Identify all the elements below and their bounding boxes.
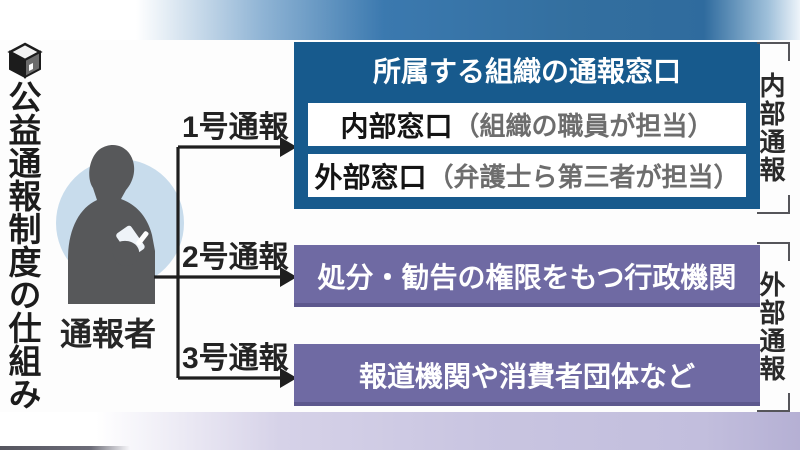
internal-window-name: 内部窓口 — [340, 110, 453, 142]
internal-report-group: 内部通報 — [756, 42, 794, 214]
route-label-2: 2号通報 — [182, 241, 289, 274]
cube-icon — [7, 42, 43, 79]
page-title: 公益通報制度の仕組み — [3, 80, 41, 410]
top-gradient-band — [0, 0, 800, 40]
external-window-detail: （弁護士ら第三者が担当） — [427, 162, 740, 192]
bracket-top-icon — [757, 242, 790, 261]
external-window-row: 外部窓口（弁護士ら第三者が担当） — [308, 154, 746, 197]
government-agency-box: 処分・勧告の権限をもつ行政機関 — [294, 245, 760, 307]
organization-contact-box: 所属する組織の通報窓口 内部窓口（組織の職員が担当） 外部窓口（弁護士ら第三者が… — [294, 42, 760, 209]
reporter-label: 通報者 — [59, 316, 156, 352]
external-window-name: 外部窓口 — [314, 161, 427, 193]
bracket-top-icon — [757, 42, 790, 61]
bottom-edge-strip — [0, 446, 130, 450]
bracket-bottom-icon — [757, 393, 790, 412]
bracket-bottom-icon — [757, 195, 790, 214]
internal-window-row: 内部窓口（組織の職員が担当） — [308, 103, 746, 146]
external-report-group-label: 外部通報 — [756, 271, 786, 383]
reporter-icon — [56, 144, 184, 304]
internal-report-group-label: 内部通報 — [756, 72, 786, 184]
route-label-3: 3号通報 — [182, 342, 289, 375]
route-label-1: 1号通報 — [182, 111, 289, 144]
media-organization-box: 報道機関や消費者団体など — [294, 344, 760, 406]
organization-contact-title: 所属する組織の通報窓口 — [372, 56, 681, 87]
internal-window-detail: （組織の職員が担当） — [453, 111, 714, 141]
external-report-group: 外部通報 — [756, 242, 794, 412]
bottom-gradient-band — [0, 412, 800, 450]
